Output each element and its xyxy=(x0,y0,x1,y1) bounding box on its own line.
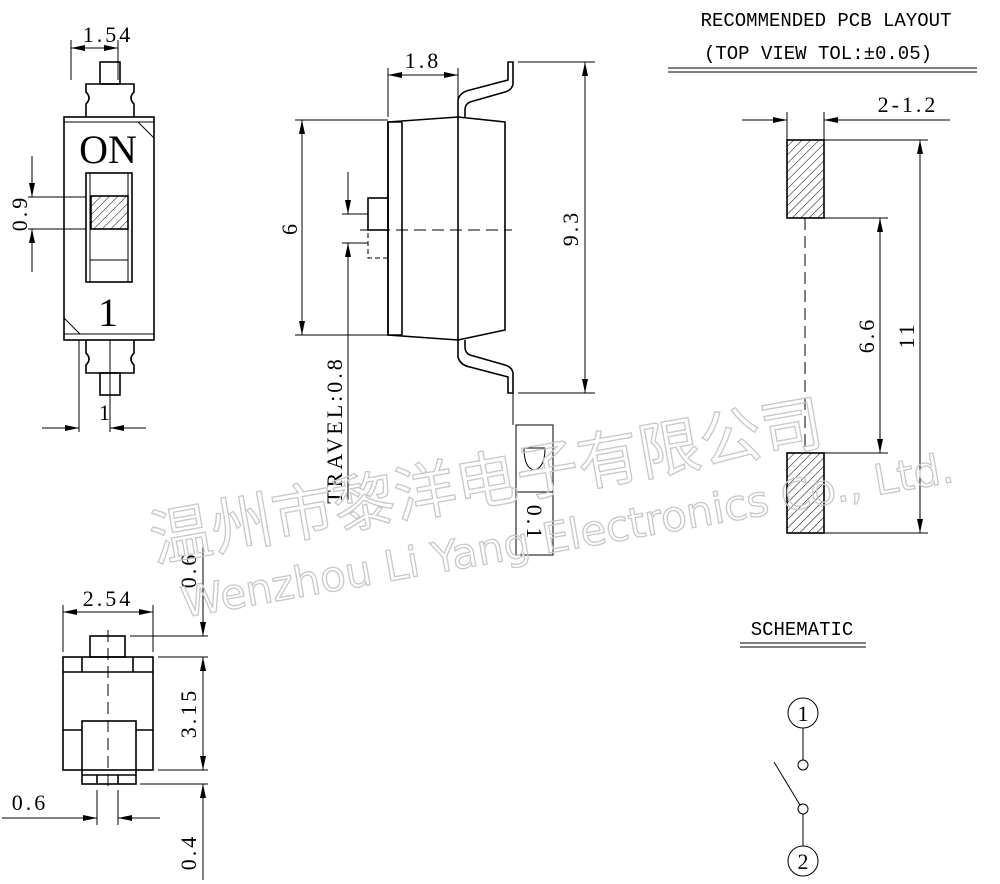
side-body xyxy=(387,116,506,341)
dim-gap-label: 6.6 xyxy=(854,317,879,354)
slider-window xyxy=(85,172,133,283)
lead-top-side xyxy=(457,61,514,117)
dim-height-label: 3.15 xyxy=(176,688,201,739)
dim-bottom-label: 0.4 xyxy=(176,834,201,871)
side-view: 1.8 6 9.3 TRAVEL:0.8 0.1 xyxy=(277,48,595,556)
schematic-title: SCHEMATIC xyxy=(751,619,854,641)
position-label: 1 xyxy=(98,290,118,335)
contact-top xyxy=(797,759,809,771)
pin2-circle xyxy=(787,845,819,877)
bottom-tab xyxy=(81,720,137,785)
pcb-title-line2: (TOP VIEW TOL:±0.05) xyxy=(704,43,932,65)
lead-bottom-side xyxy=(457,340,514,394)
dim-pads-label: 2-1.2 xyxy=(878,92,939,117)
pin1-label: 1 xyxy=(798,701,809,726)
travel-label: TRAVEL:0.8 xyxy=(322,356,347,504)
dim-depth-label: 1.8 xyxy=(405,48,442,73)
flatness-frame xyxy=(515,424,554,556)
dim-total-label: 11 xyxy=(894,321,919,348)
actuator-side xyxy=(367,197,389,231)
on-label: ON xyxy=(79,127,137,172)
dim-slider-label: 0.9 xyxy=(7,195,32,232)
pcb-title-line1: RECOMMENDED PCB LAYOUT xyxy=(701,10,952,32)
slider-actuator xyxy=(90,195,129,230)
dim-pin-label: 0.6 xyxy=(12,790,49,815)
dim-total-label: 9.3 xyxy=(558,210,583,247)
dim-top-label: 0.6 xyxy=(176,552,201,589)
contact-bottom xyxy=(797,803,809,815)
dim-pin-label: 1 xyxy=(99,400,113,425)
pcb-layout: RECOMMENDED PCB LAYOUT (TOP VIEW TOL:±0.… xyxy=(668,10,977,534)
bottom-view: 2.54 0.6 3.15 0.4 0.6 xyxy=(2,545,208,880)
pin-top xyxy=(99,61,121,85)
pad-bottom xyxy=(786,452,825,534)
dim-width-label: 1.54 xyxy=(83,22,134,47)
flatness-icon xyxy=(523,447,546,471)
switch-lever xyxy=(773,761,801,806)
pin2-label: 2 xyxy=(798,849,809,874)
top-view: ON 1 1.54 0.9 1 xyxy=(7,22,155,432)
watermark: 温州市黎洋电子有限公司 Wenzhou Li Yang Electronics … xyxy=(143,386,957,628)
dim-width-label: 2.54 xyxy=(83,586,134,611)
flatness-value: 0.1 xyxy=(522,505,547,542)
lead-top xyxy=(85,83,135,117)
schematic: SCHEMATIC 1 2 xyxy=(740,619,866,877)
pad-top xyxy=(786,139,825,219)
dim-body-label: 6 xyxy=(277,221,302,235)
